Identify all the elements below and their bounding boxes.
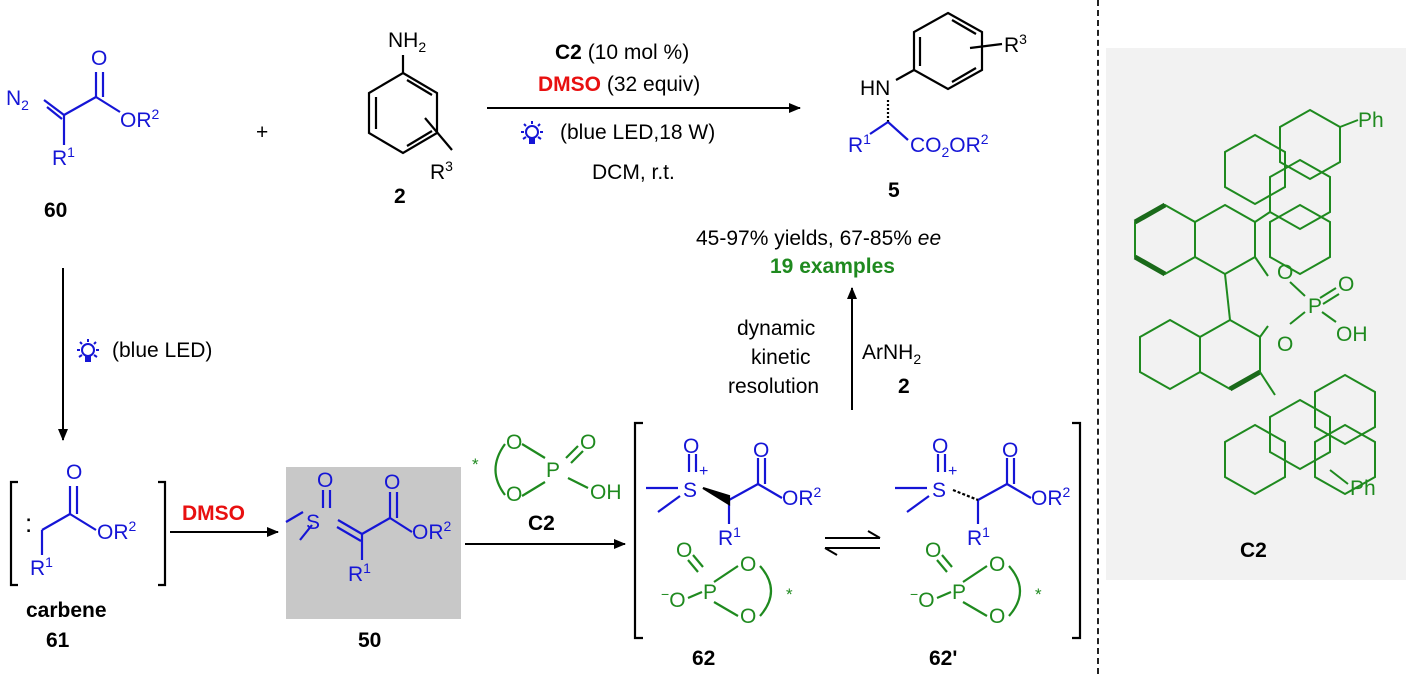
- ipp-o-label: O: [932, 435, 949, 458]
- ylide-highlight-box: [286, 467, 461, 619]
- compound-c2-label: C2: [528, 512, 555, 535]
- aniline-structure: [367, 55, 453, 155]
- light-bulb-icon: [520, 120, 544, 145]
- carbene-name: carbene: [26, 599, 107, 622]
- cat-oh-label: OH: [590, 481, 622, 504]
- carbene-o-label: O: [66, 461, 83, 484]
- ylide-o-label: O: [317, 469, 334, 492]
- yield-ee-text: 45-97% yields, 67-85% ee: [696, 227, 942, 250]
- n2-label: N2: [6, 87, 29, 114]
- examples-count: 19 examples: [770, 255, 895, 278]
- product-structure: [869, 11, 1003, 141]
- ip-or2-label: OR2: [782, 484, 822, 510]
- nh2-label: NH2: [388, 29, 427, 56]
- compound-2-label: 2: [394, 185, 406, 208]
- ip-p-label: P: [703, 581, 718, 604]
- ipp-o-top: O: [989, 553, 1006, 576]
- compound-50-label: 50: [358, 629, 382, 652]
- ylide-or2-label: OR2: [412, 518, 452, 544]
- c2-ph-top: Ph: [1358, 109, 1384, 132]
- ipp-plus: +: [948, 463, 958, 480]
- diazo-r1-label: R1: [52, 144, 75, 170]
- carbene-r1-label: R1: [30, 554, 53, 580]
- ion-pair-62prime-structure: [895, 454, 1032, 617]
- ipp-p-label: P: [952, 581, 967, 604]
- cat-o-double: O: [580, 431, 597, 454]
- ip-star: *: [786, 585, 793, 604]
- light-condition: (blue LED,18 W): [560, 121, 716, 144]
- catalyst-star: *: [472, 455, 479, 474]
- arnh2-compound-label: 2: [898, 375, 910, 398]
- light-step-label: (blue LED): [112, 339, 213, 362]
- c2-o-double: O: [1338, 273, 1355, 296]
- ip-r1-label: R1: [718, 524, 741, 550]
- carbene-dot: :: [25, 508, 33, 538]
- ip-o-label: O: [683, 435, 700, 458]
- cat-o-top: O: [506, 431, 523, 454]
- sulfoxonium-ylide-structure: [285, 490, 413, 560]
- dmso-step-label: DMSO: [182, 502, 245, 525]
- ipp-or2-label: OR2: [1031, 484, 1071, 510]
- product-hn-label: HN: [860, 77, 891, 100]
- c2-ph-bottom: Ph: [1350, 477, 1376, 500]
- compound-62prime-label: 62': [929, 647, 958, 670]
- c2-panel-label: C2: [1240, 539, 1267, 562]
- ip-p-o-double: O: [676, 539, 693, 562]
- carbene-structure: [9, 480, 167, 587]
- catalyst-loading: C2 (10 mol %): [555, 41, 690, 64]
- dkr-line1: dynamic: [737, 317, 816, 340]
- carbene-or2-label: OR2: [97, 518, 137, 544]
- aniline-r3-label: R3: [430, 158, 453, 184]
- c2-o-lower: O: [1277, 333, 1294, 356]
- ion-pair-bracket: [633, 421, 1082, 640]
- product-r1-label: R1: [848, 131, 871, 157]
- catalyst-abbrev-structure: [494, 443, 589, 497]
- ipp-r1-label: R1: [967, 524, 990, 550]
- light-bulb-icon: [76, 338, 100, 363]
- c2-oh-label: OH: [1336, 323, 1368, 346]
- ylide-ester-o-label: O: [384, 471, 401, 494]
- c2-p-label: P: [1308, 295, 1323, 318]
- ip-ester-o: O: [753, 439, 770, 462]
- c2-o-upper: O: [1277, 261, 1294, 284]
- arnh2-label: ArNH2: [862, 341, 922, 368]
- plus-sign: +: [256, 121, 269, 144]
- ipp-ester-o: O: [1002, 439, 1019, 462]
- product-r3-label: R3: [1004, 31, 1027, 57]
- ip-o-top: O: [740, 553, 757, 576]
- ip-o-bottom: O: [740, 605, 757, 628]
- product-co2r2-label: CO2OR2: [910, 131, 989, 161]
- compound-60-label: 60: [44, 199, 68, 222]
- ylide-r1-label: R1: [348, 560, 371, 586]
- compound-62-label: 62: [692, 647, 716, 670]
- dkr-line2: kinetic: [751, 346, 811, 369]
- ip-s-label: S: [683, 479, 698, 502]
- ip-plus: +: [699, 463, 709, 480]
- compound-61-label: 61: [46, 629, 70, 652]
- dkr-line3: resolution: [728, 375, 820, 398]
- ion-pair-62-structure: [646, 454, 783, 617]
- ipp-o-bottom: O: [989, 605, 1006, 628]
- dmso-equiv: DMSO (32 equiv): [538, 73, 701, 96]
- cat-p-label: P: [546, 459, 561, 482]
- ylide-s-label: S: [306, 511, 321, 534]
- solvent-temperature: DCM, r.t.: [592, 161, 675, 184]
- ip-o-minus: −O: [661, 586, 686, 612]
- ipp-star: *: [1035, 585, 1042, 604]
- catalyst-c2-structure: [1133, 108, 1376, 496]
- diazo-or2-label: OR2: [120, 106, 160, 132]
- ipp-o-minus: −O: [910, 586, 935, 612]
- compound-5-label: 5: [888, 179, 900, 202]
- ipp-p-o-double: O: [925, 539, 942, 562]
- equilibrium-arrows: [824, 530, 881, 556]
- ipp-s-label: S: [932, 479, 947, 502]
- cat-o-bottom: O: [506, 483, 523, 506]
- diazo-o-label: O: [91, 47, 108, 70]
- divider-dashed: [1097, 0, 1099, 674]
- diazo-ester-structure: [43, 72, 121, 145]
